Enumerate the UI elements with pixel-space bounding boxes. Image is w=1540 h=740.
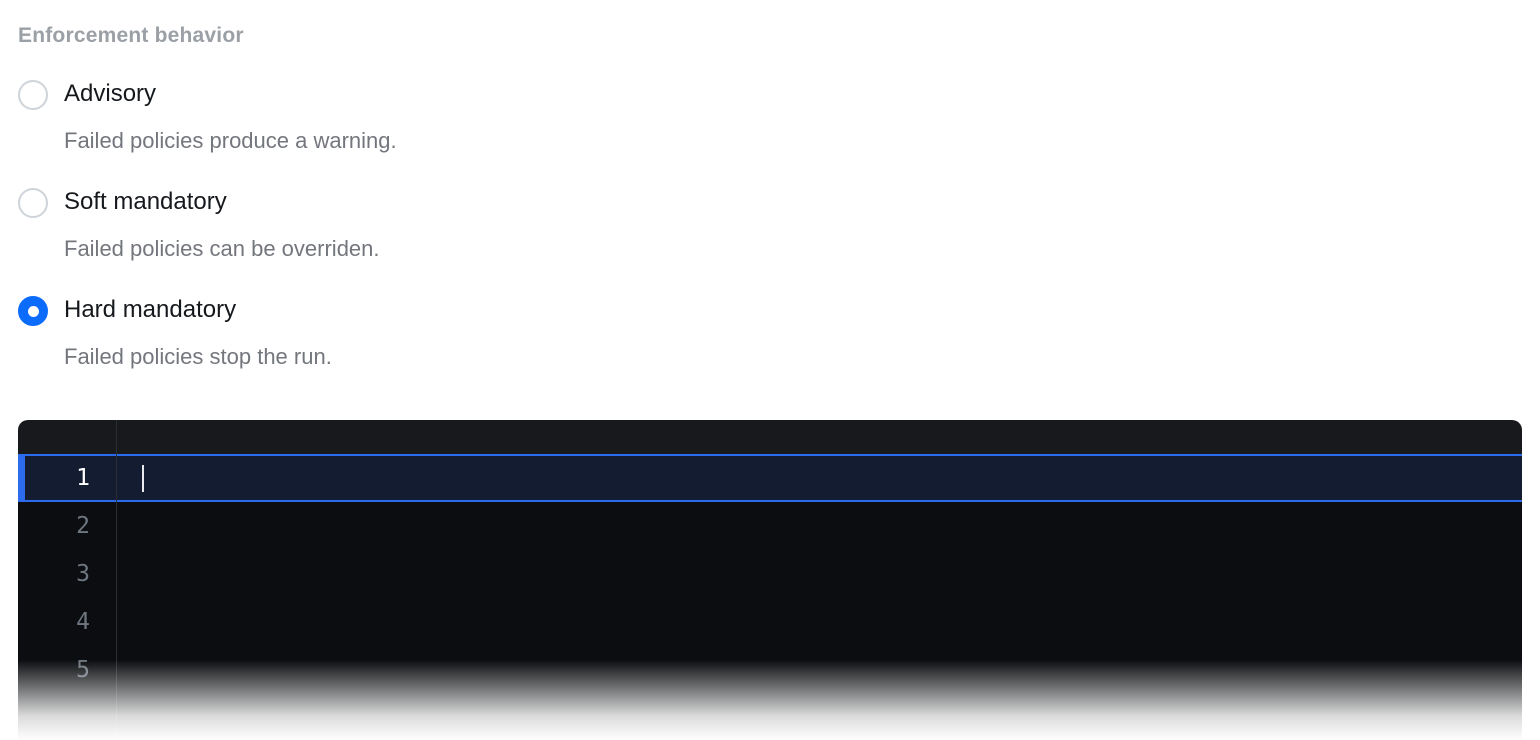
- radio-option-advisory[interactable]: Advisory Failed policies produce a warni…: [18, 78, 1522, 157]
- text-cursor: [142, 464, 144, 492]
- radio-option-hard-mandatory[interactable]: Hard mandatory Failed policies stop the …: [18, 294, 1522, 373]
- line-number: 2: [76, 513, 90, 539]
- editor-line-5[interactable]: 5: [18, 646, 1522, 694]
- policy-code-editor[interactable]: 1 2 3 4 5: [18, 420, 1522, 740]
- editor-line-2[interactable]: 2: [18, 502, 1522, 550]
- radio-label-hard-mandatory[interactable]: Hard mandatory: [64, 296, 237, 323]
- radio-button-soft-mandatory[interactable]: [18, 188, 48, 218]
- radio-description-advisory: Failed policies produce a warning.: [64, 128, 397, 153]
- radio-option-soft-mandatory[interactable]: Soft mandatory Failed policies can be ov…: [18, 186, 1522, 265]
- line-number: 3: [76, 561, 90, 587]
- enforcement-radio-group: Advisory Failed policies produce a warni…: [18, 78, 1522, 373]
- editor-lines: 1 2 3 4 5: [18, 454, 1522, 694]
- editor-line-3[interactable]: 3: [18, 550, 1522, 598]
- line-content[interactable]: [116, 464, 1522, 492]
- radio-description-hard-mandatory: Failed policies stop the run.: [64, 344, 332, 369]
- line-number: 4: [76, 609, 90, 635]
- radio-description-soft-mandatory: Failed policies can be overriden.: [64, 236, 380, 261]
- editor-top-spacer: [18, 420, 1522, 454]
- editor-line-4[interactable]: 4: [18, 598, 1522, 646]
- radio-button-advisory[interactable]: [18, 80, 48, 110]
- radio-label-soft-mandatory[interactable]: Soft mandatory: [64, 188, 227, 215]
- radio-button-hard-mandatory[interactable]: [18, 296, 48, 326]
- line-number: 1: [76, 465, 90, 491]
- radio-label-advisory[interactable]: Advisory: [64, 80, 157, 107]
- enforcement-behavior-label: Enforcement behavior: [18, 24, 244, 47]
- line-number: 5: [76, 657, 90, 683]
- editor-line-1[interactable]: 1: [18, 454, 1522, 502]
